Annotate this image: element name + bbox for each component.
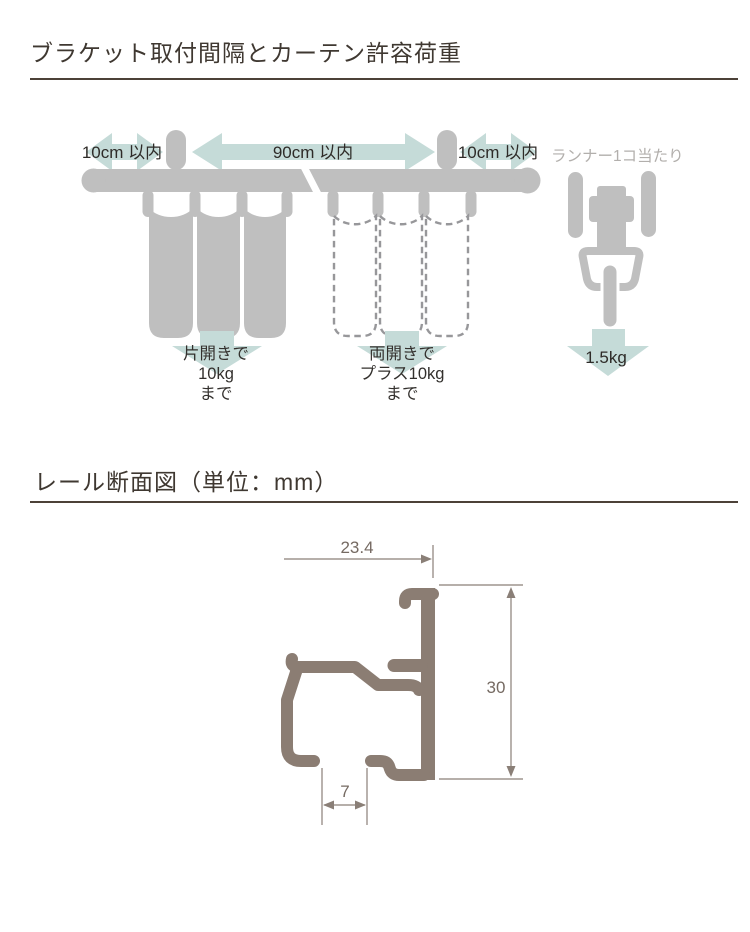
dim-slot-arrowhead-right: [355, 800, 366, 810]
profile-top-hook: [399, 588, 439, 609]
runner-body: [589, 196, 634, 222]
svg-text:片開きで: 片開きで: [183, 344, 249, 363]
spacing-arrow-left: [86, 133, 163, 171]
rail-endcap-right: [514, 167, 541, 194]
runner-caption: ランナー1コ当たり: [551, 147, 684, 165]
spacing-arrow-right: [460, 133, 537, 171]
runner-ring: [578, 247, 644, 291]
section2-title: レール断面図（単位：mm）: [34, 469, 339, 495]
bracket-left: [166, 130, 186, 170]
svg-text:まで: まで: [386, 385, 419, 403]
profile-channel-left: [281, 663, 320, 767]
spacing-label-right: 10cm 以内: [458, 143, 538, 162]
load-arrow-runner: [567, 329, 649, 376]
spacing-label-center: 90cm 以内: [273, 143, 353, 162]
profile-channel-right: [365, 755, 430, 781]
rail-cross-section-diagram: 23.4 30 7: [281, 538, 523, 825]
spacing-arrow-center: [192, 133, 435, 171]
profile-channel-top: [285, 653, 425, 696]
section2-title-rule: [30, 501, 738, 503]
dim-height-arrowhead-top: [506, 587, 516, 598]
runner-detail: [567, 171, 656, 376]
runner-load-label: 1.5kg: [585, 348, 627, 367]
section1-title: ブラケット取付間隔とカーテン許容荷重: [30, 40, 462, 66]
curtain-solid: [149, 208, 286, 338]
runner-stem: [597, 219, 626, 253]
dim-slot-label: 7: [340, 782, 349, 801]
runner-hook-bar: [600, 262, 620, 330]
curtain-dashed: [332, 213, 470, 338]
load-arrow-single: [172, 331, 262, 374]
dim-width: [284, 545, 434, 578]
svg-text:10kg: 10kg: [198, 365, 234, 383]
svg-text:まで: まで: [200, 385, 233, 403]
svg-text:プラス10kg: プラス10kg: [360, 364, 445, 383]
dim-slot: [321, 768, 368, 825]
dim-slot-arrowhead-left: [323, 800, 334, 810]
dim-width-arrowhead: [421, 554, 432, 564]
rail-profile: [281, 588, 439, 781]
spacing-label-left: 10cm 以内: [82, 143, 162, 162]
rail-side-right: [641, 171, 656, 237]
dim-height-label: 30: [487, 678, 506, 697]
bracket-spacing-diagram: 10cm 以内 90cm 以内 10cm 以内 ランナー1コ当たり 1.5kg …: [81, 130, 684, 403]
dim-height: [439, 584, 523, 780]
profile-back-bar: [421, 588, 435, 780]
section1-title-rule: [30, 78, 738, 80]
double-open-label: 両開きで プラス10kg まで: [360, 344, 445, 403]
dim-width-label: 23.4: [340, 538, 373, 557]
single-open-label: 片開きで 10kg まで: [183, 344, 249, 403]
load-arrow-double: [357, 331, 447, 374]
rail-side-left: [568, 172, 583, 238]
svg-text:両開きで: 両開きで: [369, 344, 435, 363]
bracket-right: [437, 130, 457, 170]
dim-height-arrowhead-bottom: [506, 766, 516, 777]
rail-endcap-left: [81, 168, 106, 193]
rail-break-mark: [298, 161, 324, 200]
